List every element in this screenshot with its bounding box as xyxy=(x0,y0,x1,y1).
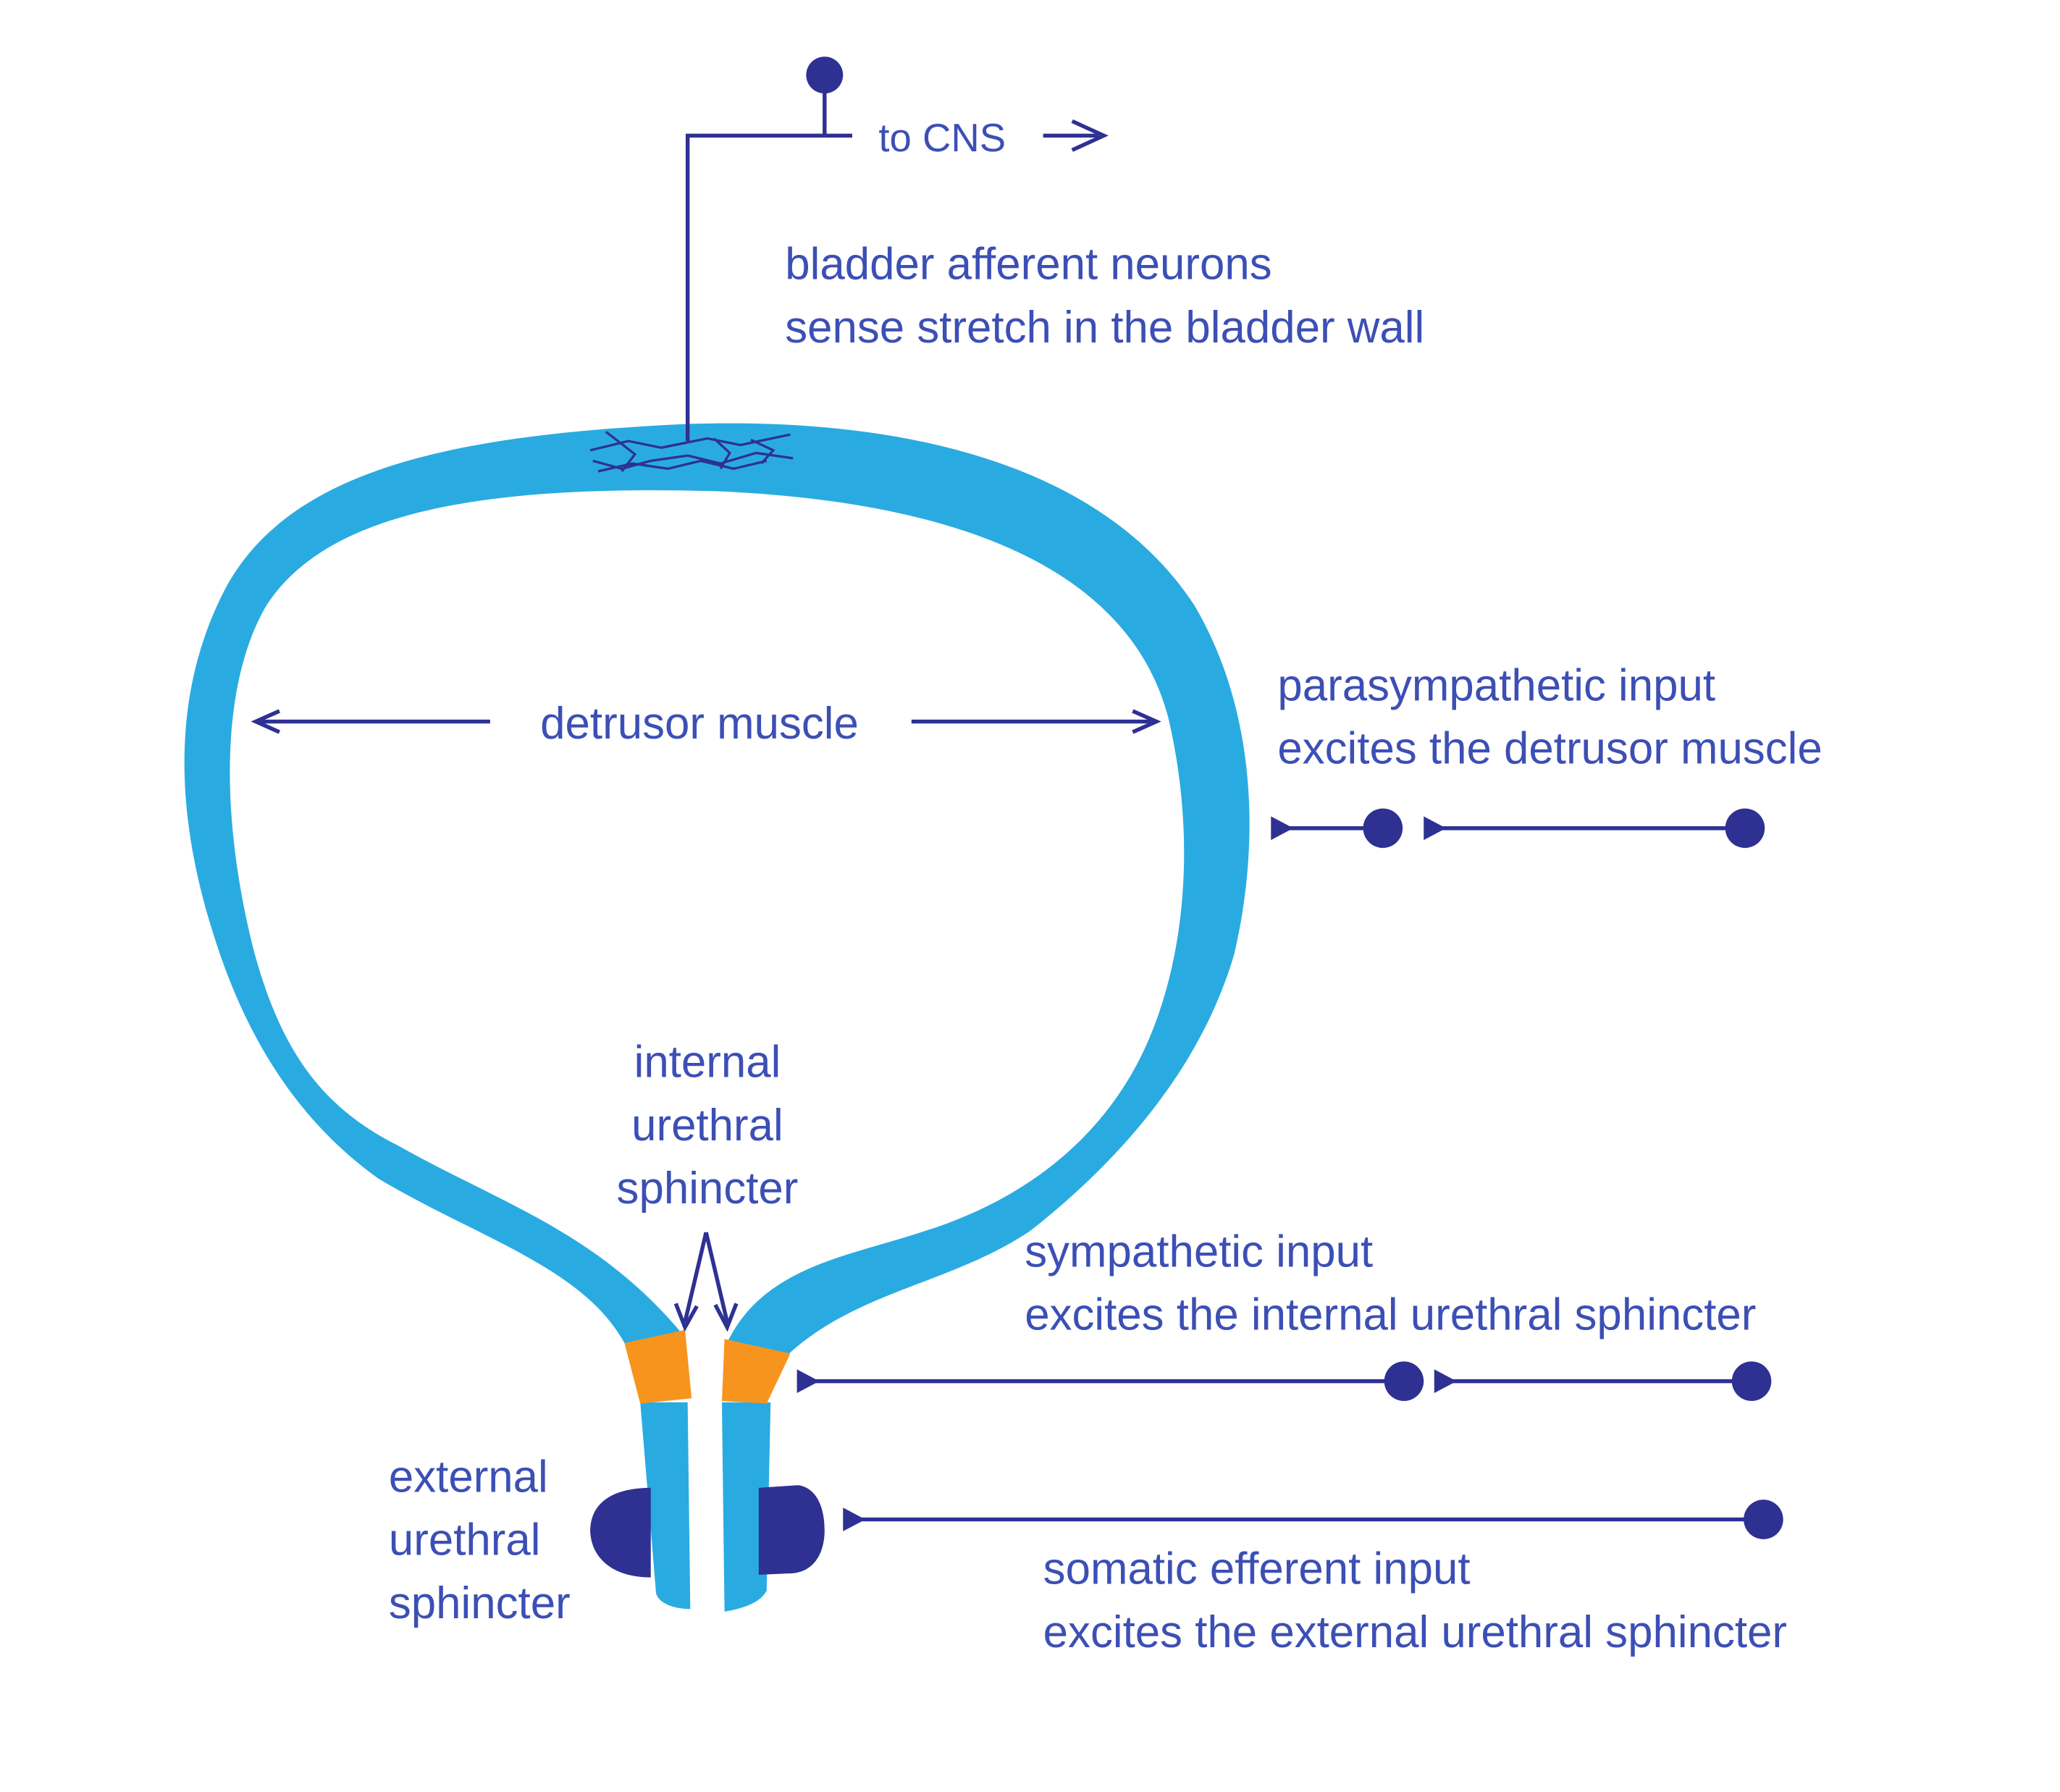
parasympathetic-pathway xyxy=(1271,808,1765,849)
synaptic-terminal-icon xyxy=(796,1369,820,1393)
internal-sphincter-arrows xyxy=(673,1232,739,1332)
detrusor-left-arrow xyxy=(251,709,490,734)
external-sphincter-label-line1: external xyxy=(389,1452,548,1502)
internal-sphincter-label-line3: sphincter xyxy=(617,1164,799,1213)
internal-sphincter-label-line1: internal xyxy=(634,1038,781,1088)
somatic-pathway xyxy=(843,1499,1783,1539)
internal-sphincter-label-line2: urethral xyxy=(631,1101,783,1151)
parasympathetic-label-line1: parasympathetic input xyxy=(1277,660,1715,710)
afferent-axon xyxy=(685,133,825,442)
external-sphincter-label-line3: sphincter xyxy=(389,1578,571,1628)
arrow-right-icon xyxy=(1043,119,1109,152)
somatic-label-line2: excites the external urethral sphincter xyxy=(1043,1607,1787,1657)
external-sphincter-right xyxy=(758,1485,825,1575)
detrusor-label: detrusor muscle xyxy=(540,699,859,749)
internal-sphincter-left xyxy=(624,1329,692,1404)
sympathetic-label-line1: sympathetic input xyxy=(1025,1227,1373,1276)
afferent-label-line2: sense stretch in the bladder wall xyxy=(785,303,1424,353)
bladder-wall xyxy=(184,423,1250,1354)
afferent-nerve-endings xyxy=(589,431,794,473)
sympathetic-label-line2: excites the internal urethral sphincter xyxy=(1025,1290,1756,1340)
detrusor-right-arrow xyxy=(911,709,1161,734)
neuron-cell-body-icon xyxy=(806,56,844,94)
synaptic-terminal-icon xyxy=(1424,816,1447,841)
external-sphincter-label-line2: urethral xyxy=(389,1515,541,1565)
external-sphincter-left xyxy=(590,1487,651,1578)
synaptic-terminal-icon xyxy=(843,1507,866,1531)
somatic-label-line1: somatic efferent input xyxy=(1043,1544,1471,1594)
synaptic-terminal-icon xyxy=(1434,1369,1457,1393)
afferent-label-line1: bladder afferent neurons xyxy=(785,240,1271,290)
internal-sphincter-right xyxy=(721,1339,791,1404)
synaptic-terminal-icon xyxy=(1271,816,1294,841)
urethra-right-wall xyxy=(721,1402,771,1612)
to-cns-label: to CNS xyxy=(878,116,1006,160)
sympathetic-pathway xyxy=(796,1361,1772,1401)
urethra-left-wall xyxy=(640,1402,691,1610)
parasympathetic-label-line2: excites the detrusor muscle xyxy=(1277,724,1822,774)
